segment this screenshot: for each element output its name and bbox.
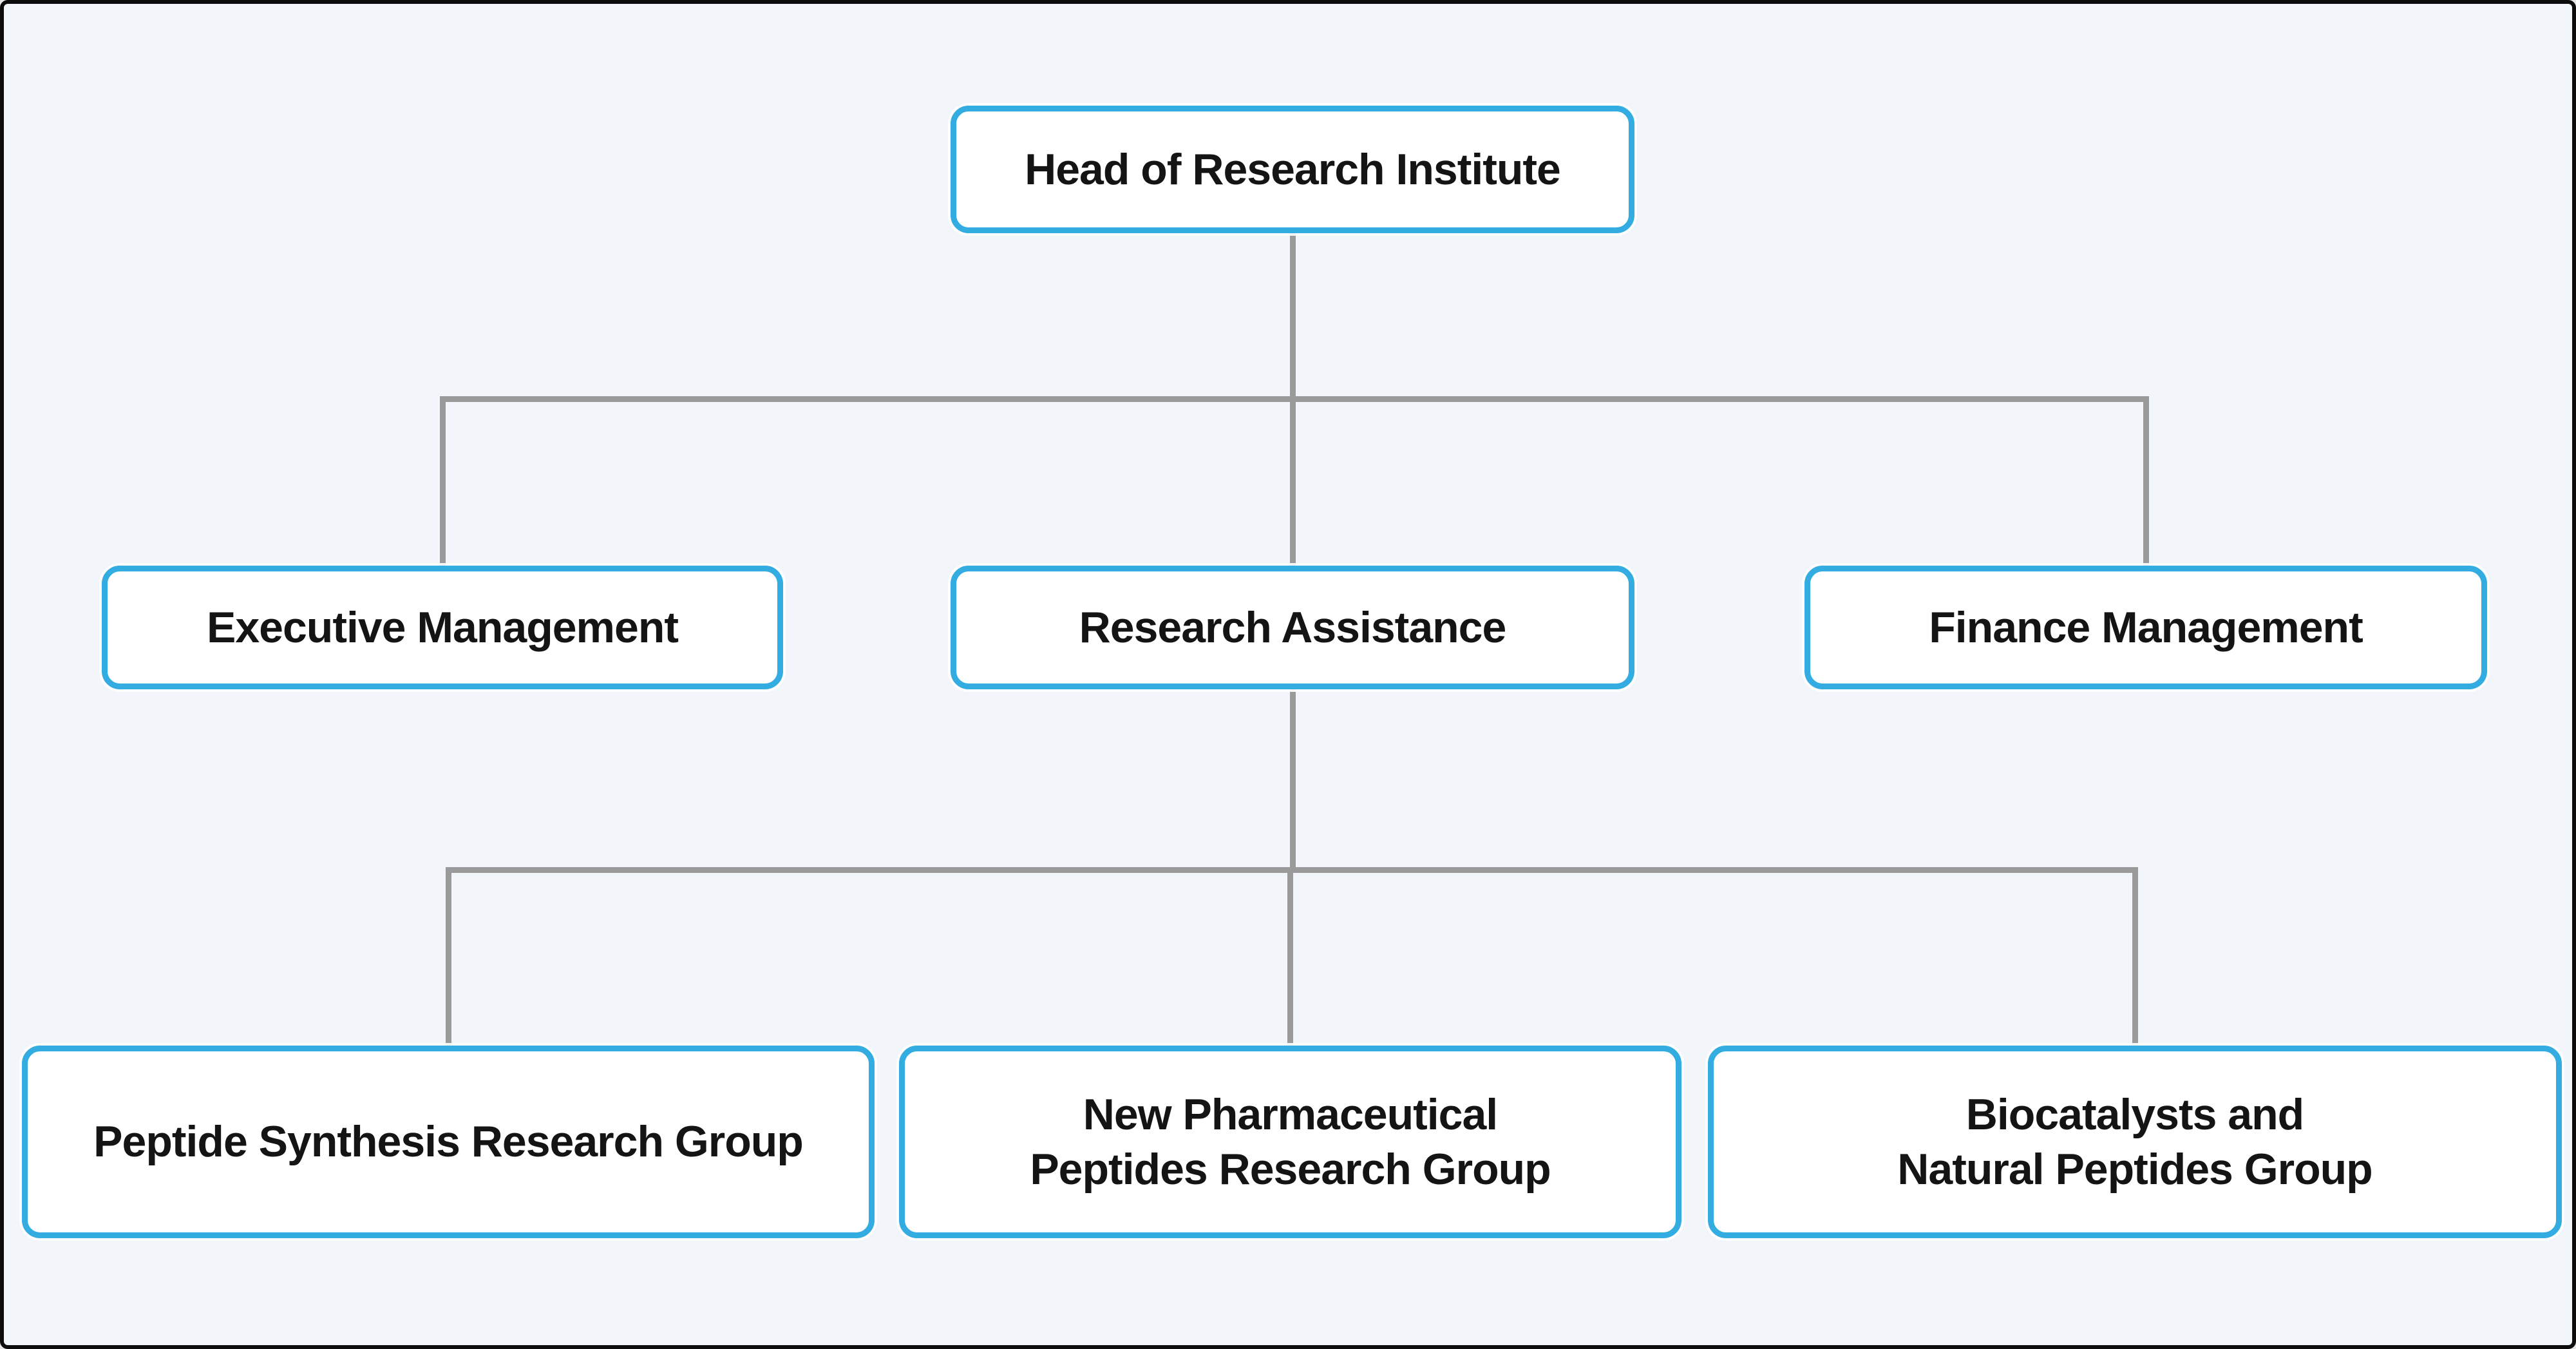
org-node-label: Research Assistance [1079, 602, 1507, 652]
org-node-executive-management: Executive Management [102, 566, 783, 689]
connector-to-pharma-group [1287, 867, 1293, 1050]
org-node-finance-management: Finance Management [1804, 566, 2487, 689]
connector-to-biocatalysts [2132, 867, 2138, 1050]
org-node-label: Head of Research Institute [1025, 144, 1561, 194]
connector-to-executive [440, 396, 446, 570]
connector-head-to-row2 [1290, 231, 1296, 402]
connector-to-research [1290, 396, 1296, 570]
connector-to-finance [2143, 396, 2149, 570]
org-node-label: Finance Management [1929, 602, 2363, 652]
org-node-research-assistance: Research Assistance [951, 566, 1634, 689]
org-node-label: Biocatalysts and Natural Peptides Group [1897, 1089, 2372, 1194]
org-node-peptide-synthesis-research-group: Peptide Synthesis Research Group [22, 1046, 875, 1238]
connector-to-peptide-group [446, 867, 451, 1050]
org-node-new-pharmaceutical-peptides-research-group: New Pharmaceutical Peptides Research Gro… [899, 1046, 1681, 1238]
org-node-label: New Pharmaceutical Peptides Research Gro… [1030, 1089, 1551, 1194]
connector-research-to-row3 [1290, 685, 1296, 873]
org-node-biocatalysts-and-natural-peptides-group: Biocatalysts and Natural Peptides Group [1708, 1046, 2562, 1238]
org-node-label: Executive Management [206, 602, 679, 652]
org-node-head-of-research-institute: Head of Research Institute [951, 106, 1634, 233]
org-node-label: Peptide Synthesis Research Group [93, 1117, 804, 1166]
